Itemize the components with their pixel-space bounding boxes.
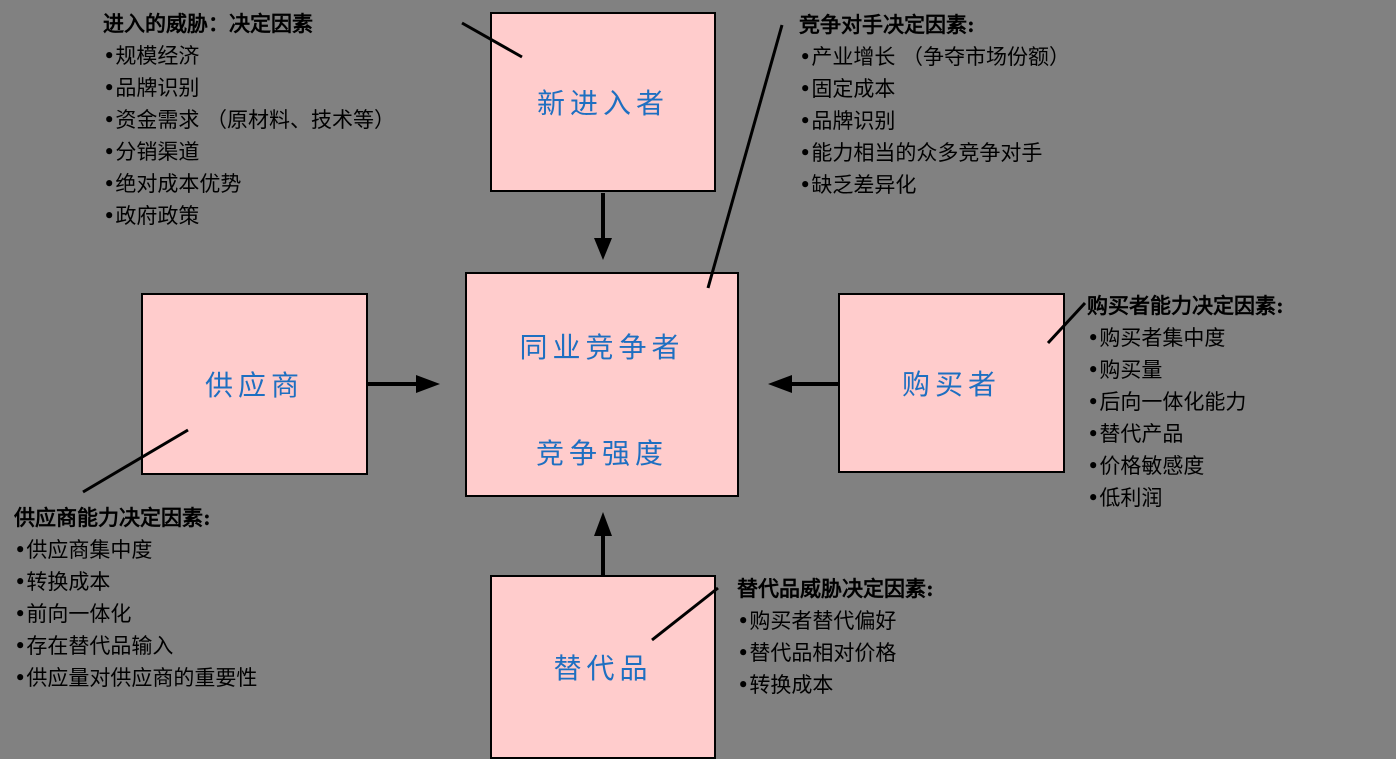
list-item: •购买量 xyxy=(1087,358,1163,382)
annotation-supplier-power: 供应商能力决定因素: •供应商集中度 •转换成本 •前向一体化 •存在替代品输入… xyxy=(14,502,257,694)
box-new-entrants-label: 新进入者 xyxy=(536,87,669,120)
list-item: •替代品相对价格 xyxy=(737,641,897,665)
box-buyers-label: 购买者 xyxy=(901,368,1001,401)
annotation-supplier-power-title: 供应商能力决定因素: xyxy=(14,505,211,530)
list-item: •供应商集中度 xyxy=(14,538,153,562)
box-new-entrants: 新进入者 xyxy=(490,12,716,192)
list-item: •分销渠道 xyxy=(103,140,200,164)
list-item: •低利润 xyxy=(1087,486,1163,510)
annotation-entry-threat-title: 进入的威胁：决定因素 xyxy=(103,11,313,36)
annotation-rivalry-determinants-title: 竞争对手决定因素: xyxy=(799,12,975,37)
connector-rivalry-determinants-to-rivalry xyxy=(706,24,784,289)
box-suppliers-label: 供应商 xyxy=(204,369,304,402)
list-item: •绝对成本优势 xyxy=(103,172,242,196)
list-item: •供应量对供应商的重要性 xyxy=(14,666,258,690)
annotation-entry-threat: 进入的威胁：决定因素 •规模经济 •品牌识别 •资金需求 （原材料、技术等） •… xyxy=(103,8,395,232)
list-item: •缺乏差异化 xyxy=(799,173,917,197)
list-item: •能力相当的众多竞争对手 xyxy=(799,141,1043,165)
box-rivalry-label-line2: 竞争强度 xyxy=(535,436,668,470)
arrow-substitutes-to-rivalry xyxy=(594,512,612,575)
list-item: •替代产品 xyxy=(1087,422,1184,446)
arrow-suppliers-to-rivalry xyxy=(368,375,440,393)
annotation-substitute-threat-title: 替代品威胁决定因素: xyxy=(737,576,934,601)
list-item: •产业增长 （争夺市场份额） xyxy=(799,45,1071,69)
list-item: •价格敏感度 xyxy=(1087,454,1205,478)
arrow-new-entrants-to-rivalry xyxy=(594,193,612,260)
list-item: •转换成本 xyxy=(737,673,834,697)
annotation-substitute-threat: 替代品威胁决定因素: •购买者替代偏好 •替代品相对价格 •转换成本 xyxy=(737,573,934,701)
list-item: •购买者替代偏好 xyxy=(737,609,897,633)
box-buyers: 购买者 xyxy=(838,293,1065,473)
list-item: •存在替代品输入 xyxy=(14,634,174,658)
list-item: •前向一体化 xyxy=(14,602,132,626)
list-item: •规模经济 xyxy=(103,44,200,68)
list-item: •购买者集中度 xyxy=(1087,326,1226,350)
box-suppliers: 供应商 xyxy=(141,293,368,475)
annotation-buyer-power: 购买者能力决定因素: •购买者集中度 •购买量 •后向一体化能力 •替代产品 •… xyxy=(1087,290,1284,514)
box-substitutes: 替代品 xyxy=(490,575,716,759)
list-item: •品牌识别 xyxy=(103,76,200,100)
box-substitutes-label: 替代品 xyxy=(553,652,653,685)
list-item: •品牌识别 xyxy=(799,109,896,133)
box-rivalry: 同业竞争者 竞争强度 xyxy=(465,272,739,497)
list-item: •固定成本 xyxy=(799,77,896,101)
arrow-buyers-to-rivalry xyxy=(768,375,838,393)
list-item: •后向一体化能力 xyxy=(1087,390,1247,414)
annotation-rivalry-determinants: 竞争对手决定因素: •产业增长 （争夺市场份额） •固定成本 •品牌识别 •能力… xyxy=(799,9,1070,201)
list-item: •转换成本 xyxy=(14,570,111,594)
list-item: •资金需求 （原材料、技术等） xyxy=(103,108,396,132)
annotation-buyer-power-title: 购买者能力决定因素: xyxy=(1087,293,1284,318)
box-rivalry-label-line1: 同业竞争者 xyxy=(519,330,685,364)
list-item: •政府政策 xyxy=(103,204,200,228)
